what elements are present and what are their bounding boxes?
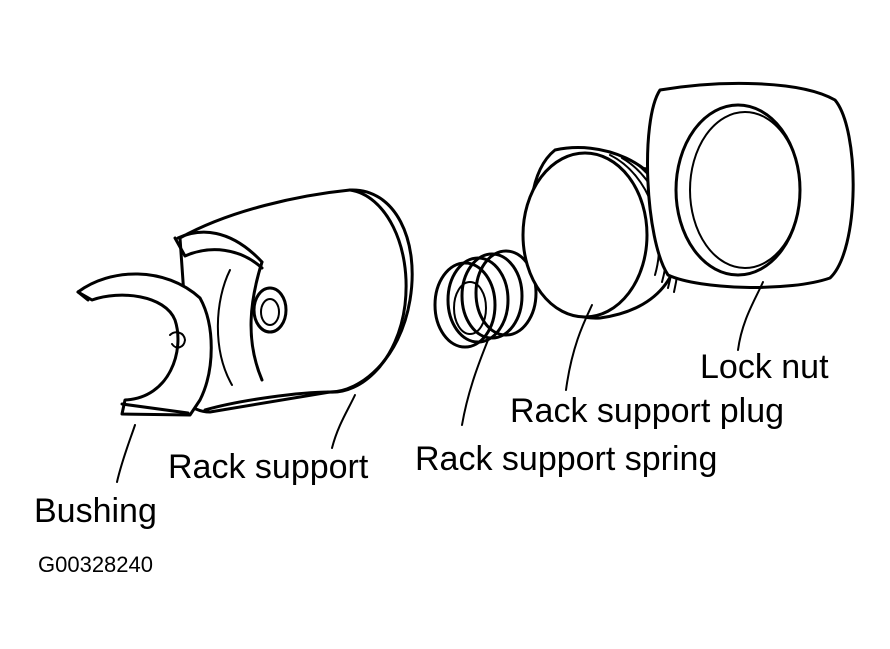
bushing-part	[76, 272, 213, 417]
leader-rack-support	[331, 394, 356, 449]
leader-bushing	[116, 424, 136, 483]
leader-rack-support-spring	[461, 339, 489, 426]
figure-code: G00328240	[38, 552, 153, 577]
rack-support-spring-part	[433, 249, 538, 349]
leader-lock-nut	[737, 281, 764, 351]
rack-support-part	[173, 188, 414, 414]
label-bushing: Bushing	[34, 492, 157, 530]
leader-lines	[116, 281, 764, 483]
label-rack-support-plug: Rack support plug	[510, 392, 784, 430]
rack-support-plug-part	[521, 146, 681, 320]
label-rack-support-spring: Rack support spring	[415, 440, 717, 478]
lock-nut-part	[646, 81, 855, 289]
label-rack-support: Rack support	[168, 448, 369, 486]
leader-rack-support-plug	[565, 304, 593, 391]
label-lock-nut: Lock nut	[700, 348, 829, 386]
